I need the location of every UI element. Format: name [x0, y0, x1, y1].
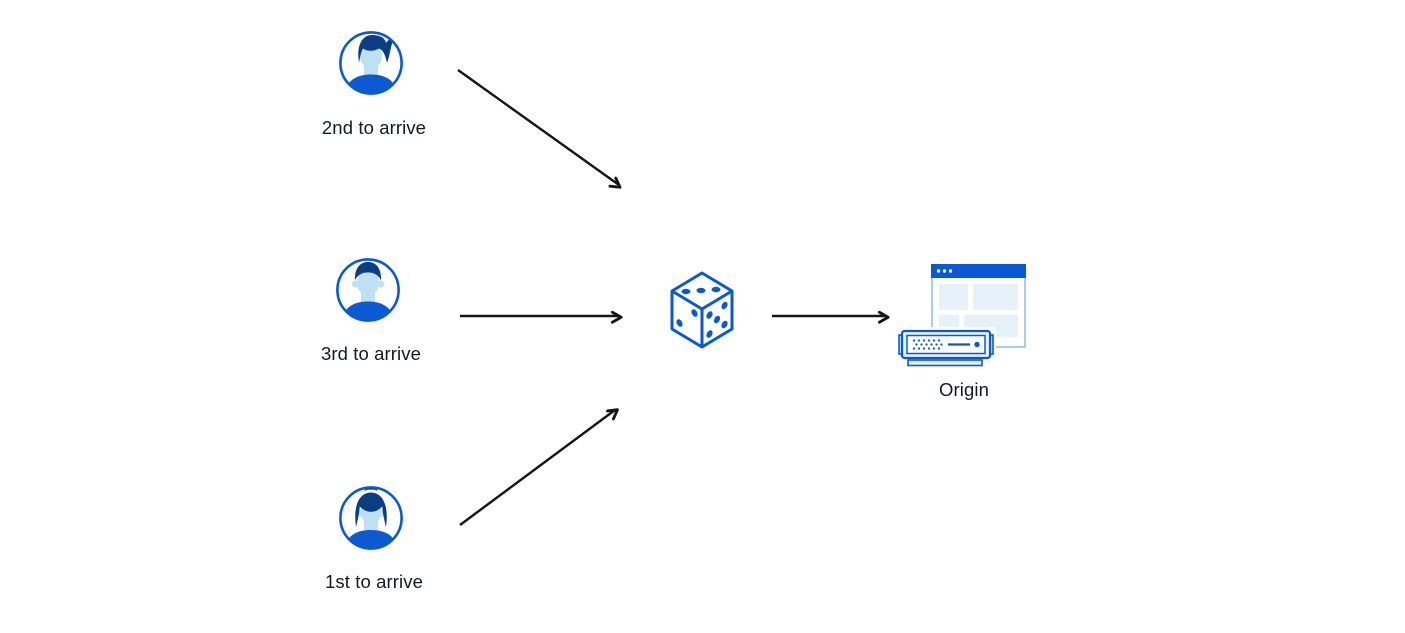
female-user-avatar-icon	[339, 486, 403, 550]
arrow-first-user-to-dice	[459, 410, 615, 526]
origin-server-icon	[896, 264, 1026, 367]
server-icon	[896, 327, 996, 367]
node-third-user	[335, 257, 401, 328]
third-user-label: 3rd to arrive	[320, 343, 421, 364]
second-user-label: 2nd to arrive	[321, 117, 427, 138]
male-user-avatar-icon	[336, 258, 400, 322]
node-origin	[896, 262, 1030, 379]
first-user-label: 1st to arrive	[325, 571, 423, 592]
node-first-user	[338, 485, 404, 556]
origin-label: Origin	[939, 379, 989, 400]
node-second-user	[338, 30, 404, 101]
arrow-second-user-to-dice	[457, 69, 619, 185]
male-user-avatar-icon	[339, 31, 403, 95]
node-dice	[668, 270, 738, 357]
dice-icon	[670, 271, 734, 349]
